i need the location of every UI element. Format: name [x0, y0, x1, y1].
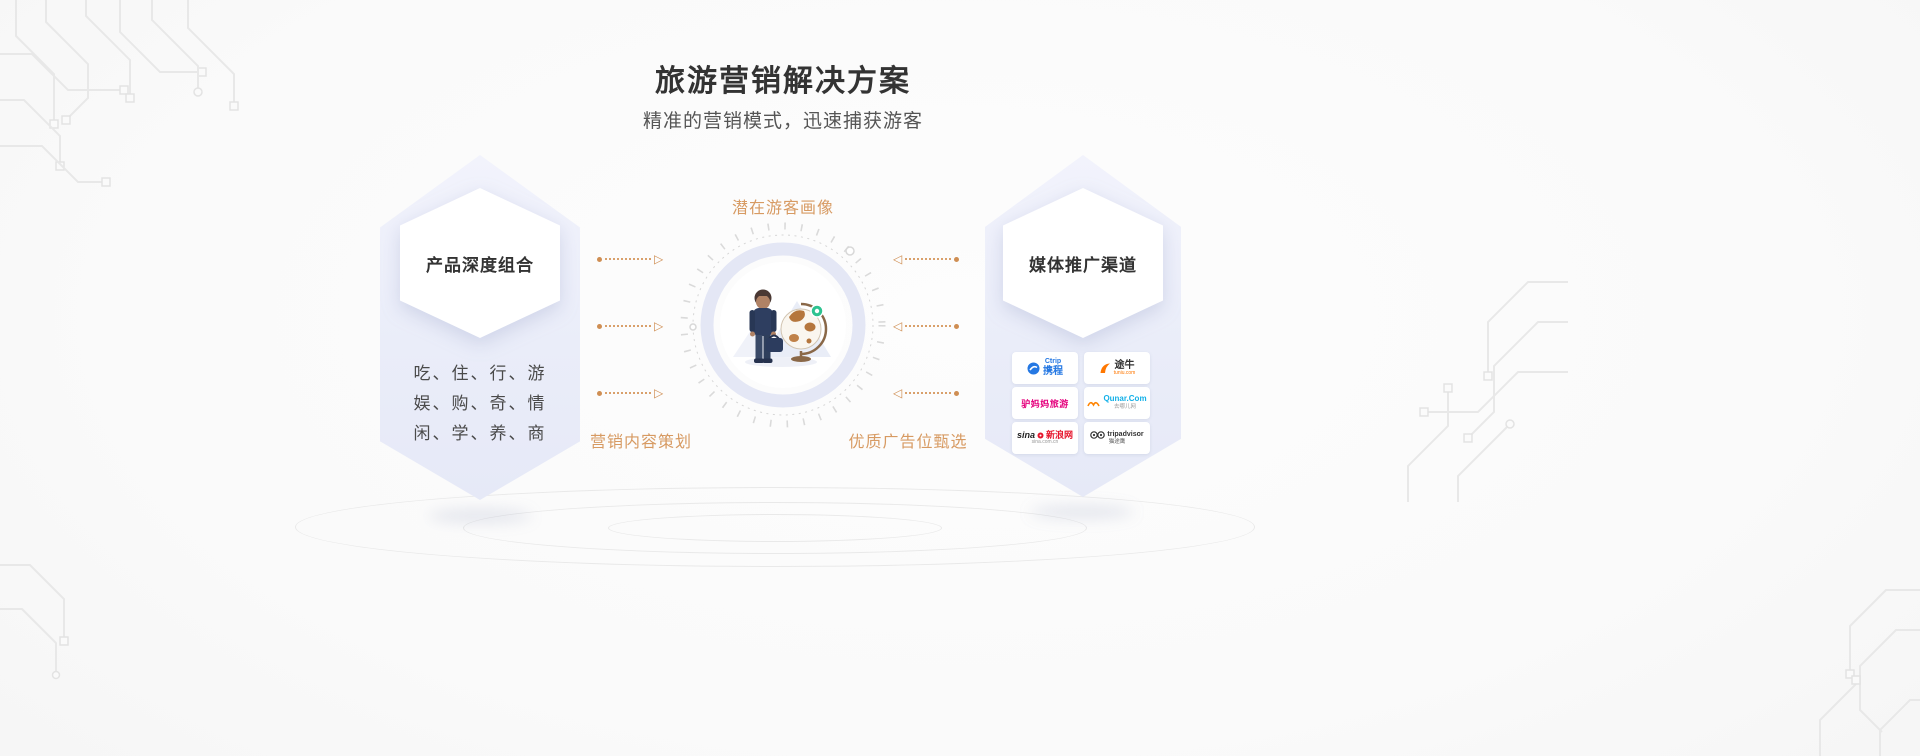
- label-ad-slot-selection: 优质广告位甄选: [848, 434, 968, 451]
- arrow-head-right-icon: ▷: [654, 252, 664, 266]
- logo-lvmama: 驴妈妈旅游: [1012, 387, 1078, 419]
- logo-tuniu: 途牛 tuniu.com: [1084, 352, 1150, 384]
- section-subtitle: 精准的营销模式，迅速捕获游客: [642, 111, 924, 132]
- lvmama-cn-text: 驴妈妈旅游: [1021, 398, 1069, 409]
- flow-arrow-right-1: ◁: [893, 252, 960, 266]
- tripadvisor-owl-icon: [1090, 431, 1106, 439]
- right-card-ground-shadow: [1030, 505, 1134, 519]
- arrow-head-left-icon: ◁: [893, 319, 903, 333]
- ctrip-brand-text: Ctrip: [1044, 358, 1062, 366]
- flow-arrow-left-1: ▷: [597, 252, 663, 266]
- qunar-camel-icon: [1087, 401, 1101, 407]
- left-card-ground-shadow: [428, 509, 532, 523]
- ripple-outer: [295, 487, 1255, 567]
- tuniu-cn-text: 途牛: [1114, 359, 1135, 371]
- ripple-inner: [608, 514, 942, 542]
- arrow-dotted-line: [605, 258, 651, 260]
- sina-domain-text: sina.com.cn: [1031, 439, 1059, 446]
- arrow-head-left-icon: ◁: [893, 386, 903, 400]
- lavender-ring: [700, 242, 866, 408]
- product-combination-hexagon: 产品深度组合: [400, 188, 560, 338]
- circuit-decoration-bottom-left: [0, 564, 69, 680]
- arrow-dot: [597, 390, 602, 396]
- arrow-dotted-line: [905, 325, 952, 327]
- product-category-list: 吃、住、行、游 娱、购、奇、情 闲、学、养、商: [380, 359, 580, 449]
- arrow-dotted-line: [905, 258, 952, 260]
- logo-ctrip: Ctrip 携程: [1012, 352, 1078, 384]
- media-channels-title: 媒体推广渠道: [1029, 255, 1137, 275]
- product-category-line: 娱、购、奇、情: [413, 394, 547, 413]
- logo-sina: sina 新浪网 sina.com.cn: [1012, 422, 1078, 454]
- tripadvisor-cn-text: 猫途鹰: [1108, 438, 1126, 445]
- flow-arrow-left-2: ▷: [597, 319, 663, 333]
- traveler-globe-illustration: [680, 222, 886, 428]
- media-channels-hexagon: 媒体推广渠道: [1003, 188, 1163, 338]
- ring-node-left: [689, 323, 697, 331]
- sina-cn-text: 新浪网: [1046, 430, 1074, 441]
- logo-tripadvisor: tripadvisor 猫途鹰: [1084, 422, 1150, 454]
- qunar-cn-text: 去哪儿网: [1113, 404, 1136, 411]
- arrow-dot: [597, 323, 602, 329]
- circuit-decoration-right: [1407, 281, 1568, 502]
- product-category-line: 吃、住、行、游: [413, 364, 547, 383]
- circuit-decoration-bottom-right: [1819, 589, 1920, 756]
- tripadvisor-brand-text: tripadvisor: [1107, 431, 1144, 438]
- qunar-brand-text: Qunar.Com: [1103, 394, 1147, 404]
- ctrip-cn-text: 携程: [1043, 366, 1063, 378]
- arrow-head-right-icon: ▷: [654, 386, 664, 400]
- sina-brand-text: sina: [1016, 430, 1035, 441]
- arrow-dotted-line: [605, 325, 651, 327]
- product-combination-hexagon-face: 产品深度组合: [400, 188, 560, 338]
- sina-eye-icon: [1037, 432, 1044, 439]
- arrow-dotted-line: [905, 392, 952, 394]
- traveler-illustration: [749, 289, 783, 363]
- arrow-dot: [597, 256, 602, 262]
- circuit-decoration-top-left: [0, 0, 239, 187]
- arrow-dot: [954, 323, 960, 329]
- tuniu-horn-icon: [1100, 363, 1110, 373]
- arrow-dot: [954, 390, 960, 396]
- flow-arrow-right-3: ◁: [893, 386, 960, 400]
- flow-arrow-right-2: ◁: [893, 319, 960, 333]
- arrow-head-right-icon: ▷: [654, 319, 664, 333]
- media-channels-hexagon-face: 媒体推广渠道: [1003, 188, 1163, 338]
- ctrip-dolphin-icon: [1027, 362, 1040, 374]
- arrow-head-left-icon: ◁: [893, 252, 903, 266]
- product-combination-card: 产品深度组合 吃、住、行、游 娱、购、奇、情 闲、学、养、商: [380, 155, 580, 500]
- ring-node-top-right: [845, 246, 855, 256]
- product-category-line: 闲、学、养、商: [413, 424, 547, 443]
- location-pin-icon: [810, 304, 824, 318]
- label-visitor-profile: 潜在游客画像: [731, 200, 835, 217]
- arrow-dot: [954, 256, 960, 262]
- flow-arrow-left-3: ▷: [597, 386, 663, 400]
- product-combination-title: 产品深度组合: [426, 255, 534, 275]
- tuniu-domain-text: tuniu.com: [1113, 369, 1136, 376]
- globe-illustration: [780, 302, 828, 362]
- label-content-planning: 营销内容策划: [589, 434, 693, 451]
- arrow-dotted-line: [605, 392, 651, 394]
- ripple-middle: [463, 502, 1087, 554]
- logo-qunar: Qunar.Com 去哪儿网: [1084, 387, 1150, 419]
- section-title: 旅游营销解决方案: [655, 65, 911, 98]
- media-channels-card: 媒体推广渠道 Ctrip 携程 途牛 tuniu.com 驴妈妈旅游: [985, 155, 1181, 497]
- tick-ring: [680, 222, 886, 428]
